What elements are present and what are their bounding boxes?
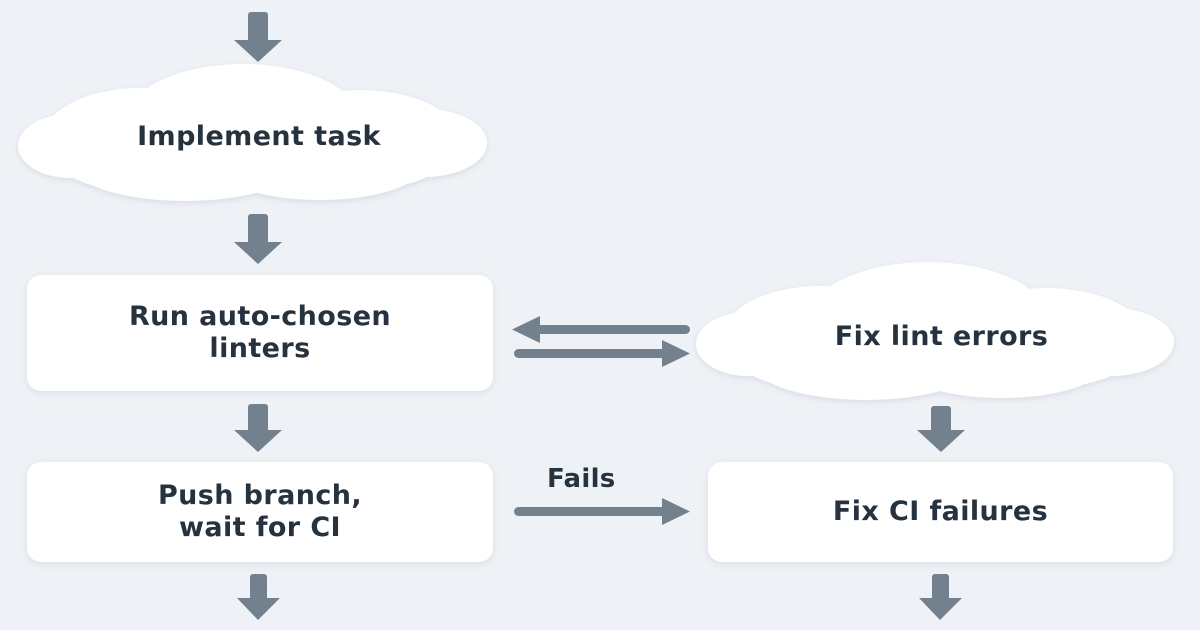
arrow-fixlint-to-linters-icon: [512, 316, 690, 343]
arrow-top-into-implement-icon: [234, 12, 282, 62]
arrow-push-down-icon: [237, 574, 280, 620]
arrow-implement-to-linters-icon: [234, 214, 282, 264]
node-fix-ci-failures-shape[interactable]: [708, 462, 1173, 562]
arrow-push-to-fixci-icon: [514, 498, 690, 525]
node-run-linters-shape[interactable]: [27, 275, 493, 391]
node-implement-task-shape[interactable]: [18, 64, 487, 201]
arrow-linters-to-push-icon: [234, 404, 282, 452]
node-push-branch-shape[interactable]: [27, 462, 493, 562]
arrow-linters-to-fixlint-icon: [514, 340, 690, 367]
arrow-fixlint-down-icon: [917, 406, 965, 452]
edge-label-fails: Fails: [547, 464, 616, 494]
node-fix-lint-errors-shape[interactable]: [696, 262, 1174, 400]
arrow-fixci-down-icon: [919, 574, 962, 620]
